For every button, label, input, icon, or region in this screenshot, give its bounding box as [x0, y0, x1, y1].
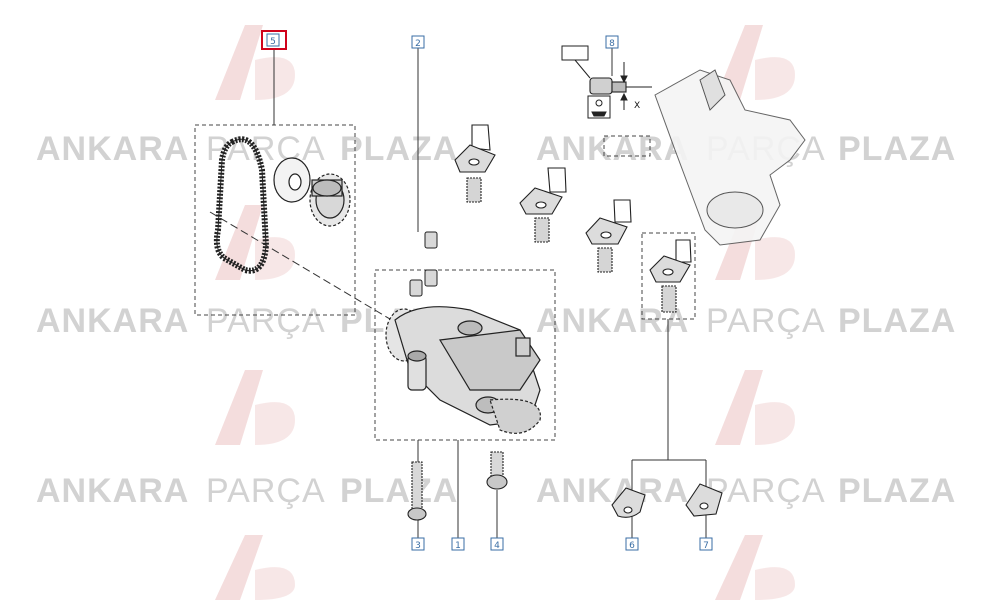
connector-plug-icon: [561, 45, 591, 79]
bolt-short: [486, 451, 508, 490]
callout-2[interactable]: 2: [411, 35, 425, 49]
watermark-logos: [215, 25, 795, 600]
watermark-word-1: ANKARA: [36, 302, 189, 340]
watermark-word-2: PARÇA: [706, 302, 826, 340]
bracket-6: [611, 487, 646, 518]
x-mark-label: X: [634, 101, 640, 111]
bracket-7: [685, 483, 723, 517]
callout-2-label: 2: [415, 39, 421, 49]
watermark-word-3: PLAZA: [340, 130, 458, 168]
callout-4[interactable]: 4: [490, 537, 504, 551]
watermark-logo: [215, 205, 295, 280]
watermark-word-2: PARÇA: [206, 472, 326, 510]
callout-5-label: 5: [270, 37, 276, 47]
watermark-word-3: PLAZA: [340, 472, 458, 510]
piston-jet-2: [519, 167, 567, 243]
sprocket: [309, 173, 351, 227]
torque-arrows: [620, 62, 628, 110]
watermark-word-1: ANKARA: [36, 472, 189, 510]
watermark-logo: [215, 370, 295, 445]
watermark-logo: [715, 535, 795, 600]
piston-jet-4: [649, 239, 692, 313]
washer: [273, 157, 311, 203]
callout-7-label: 7: [703, 541, 709, 551]
sensor-group-box: [641, 232, 696, 320]
timing-chain: [213, 136, 270, 274]
callouts: 5 2 8 3 1 4 6 7: [261, 30, 713, 551]
watermark-logo: [715, 370, 795, 445]
callout-4-label: 4: [494, 541, 500, 551]
bolt-long: [407, 461, 427, 521]
oil-pressure-sensor: [589, 77, 652, 95]
piston-jet-3: [585, 199, 632, 273]
callout-8-label: 8: [609, 39, 615, 49]
oil-pump-assembly: [385, 306, 541, 434]
connector-box: [603, 135, 651, 157]
watermark-word-2: PARÇA: [706, 472, 826, 510]
chain-group-box: [194, 124, 356, 316]
callout-3-label: 3: [415, 541, 421, 551]
callout-6-label: 6: [629, 541, 635, 551]
watermark-word-1: ANKARA: [36, 130, 189, 168]
watermark-word-1: ANKARA: [536, 472, 689, 510]
pressure-warning-icon: [587, 95, 611, 119]
watermark-word-3: PLAZA: [838, 302, 956, 340]
callout-3[interactable]: 3: [411, 537, 425, 551]
callout-1-label: 1: [455, 541, 461, 551]
watermark-word-3: PLAZA: [838, 130, 956, 168]
watermark-word-2: PARÇA: [206, 302, 326, 340]
watermark-logo: [215, 25, 295, 100]
piston-jet-1: [454, 124, 496, 203]
callout-1[interactable]: 1: [451, 537, 465, 551]
leader-lines: [209, 48, 707, 538]
group-boxes: [194, 124, 696, 441]
watermark-logo: [215, 535, 295, 600]
callout-8[interactable]: 8: [605, 35, 619, 49]
callout-7[interactable]: 7: [699, 537, 713, 551]
engine-block-outline: [654, 69, 806, 246]
callout-5[interactable]: 5: [261, 30, 287, 50]
dowel-sleeves: [409, 231, 438, 297]
watermark-word-3: PLAZA: [838, 472, 956, 510]
callout-6[interactable]: 6: [625, 537, 639, 551]
